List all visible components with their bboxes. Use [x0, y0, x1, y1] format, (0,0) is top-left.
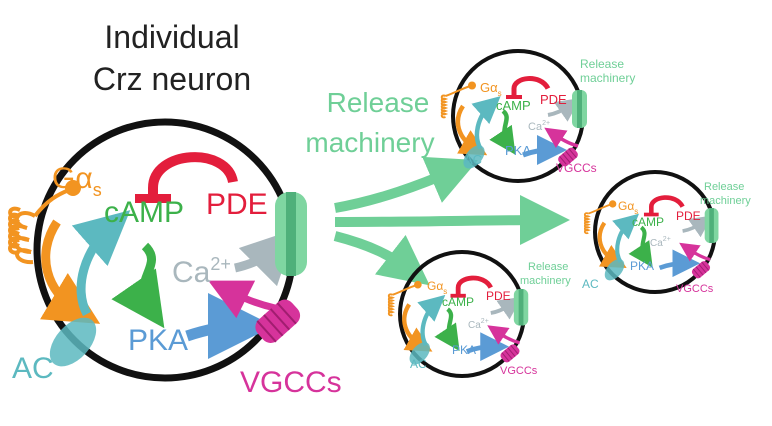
vgcc-to-ca-arrow [208, 280, 276, 319]
ca-to-release-arrow [233, 228, 297, 287]
release-label-line1: Release [528, 261, 568, 273]
camp-label: cAMP [496, 98, 531, 113]
camp-to-pka-arrow [111, 242, 165, 329]
ca-label: Ca2+ [650, 236, 671, 249]
small-neuron-bottom: Gαs cAMP PDE Ca2+ PKA AC VGCCs Release m… [389, 250, 571, 378]
pka-label: PKA [630, 259, 654, 273]
release-label-line1: Release [704, 181, 744, 193]
gs-to-ac-arrow [39, 219, 101, 324]
camp-label: cAMP [442, 295, 474, 309]
pde-label: PDE [540, 92, 567, 107]
camp-label: cAMP [632, 215, 664, 229]
pde-label: PDE [676, 209, 701, 223]
release-label-line1: Release [580, 57, 624, 71]
camp-label: cAMP [104, 196, 184, 229]
release-arrow-middle [334, 195, 570, 246]
large-neuron: Gαs cAMP PDE Ca2+ PKA AC VGCCs [8, 118, 342, 399]
release-machinery-label-line2: machinery [305, 127, 434, 158]
release-machinery-channel [275, 192, 307, 276]
ac-label: AC [582, 277, 599, 291]
galpha-label: Gαs [52, 162, 102, 200]
galpha-label: Gαs [480, 80, 502, 98]
vgccs-label: VGCCs [240, 366, 342, 399]
pka-to-vgcc-arrow [185, 293, 274, 360]
pka-label: PKA [452, 343, 476, 357]
vgcc-channel [255, 299, 301, 344]
pde-inhibition-bar [135, 194, 171, 203]
ac-to-camp-arrow [71, 210, 131, 317]
galpha-label: Gαs [618, 199, 638, 216]
pde-inhibition-arc [148, 152, 238, 198]
vgccs-label: VGCCs [676, 283, 714, 295]
receptor-coil-icon [8, 180, 81, 265]
release-label-line2: machinery [700, 195, 751, 207]
title-line2: Crz neuron [93, 61, 251, 97]
release-label-line2: machinery [580, 71, 635, 85]
ac-channel [49, 317, 97, 367]
release-machinery-label-line1: Release [327, 87, 430, 118]
pka-label: PKA [128, 324, 188, 357]
ca-label: Ca2+ [528, 120, 550, 133]
release-arrow-bottom [333, 231, 430, 286]
release-arrow-top [334, 156, 478, 213]
pde-label: PDE [486, 289, 511, 303]
pka-label: PKA [505, 143, 531, 158]
ac-label: AC [464, 152, 482, 167]
galpha-label: Gαs [427, 279, 447, 296]
pde-label: PDE [206, 188, 268, 221]
vgccs-label: VGCCs [500, 365, 538, 377]
ca-label: Ca2+ [172, 254, 231, 289]
small-neuron-top: Gαs cAMP PDE Ca2+ PKA AC VGCCs Release m… [442, 49, 635, 183]
release-label-line2: machinery [520, 275, 571, 287]
small-neuron-middle: Gαs cAMP PDE Ca2+ PKA AC VGCCs Release m… [582, 170, 751, 295]
ac-label: AC [12, 352, 54, 385]
vgccs-label: VGCCs [556, 161, 597, 175]
title-line1: Individual [104, 19, 239, 55]
ac-label: AC [410, 357, 427, 371]
ca-label: Ca2+ [468, 318, 489, 331]
